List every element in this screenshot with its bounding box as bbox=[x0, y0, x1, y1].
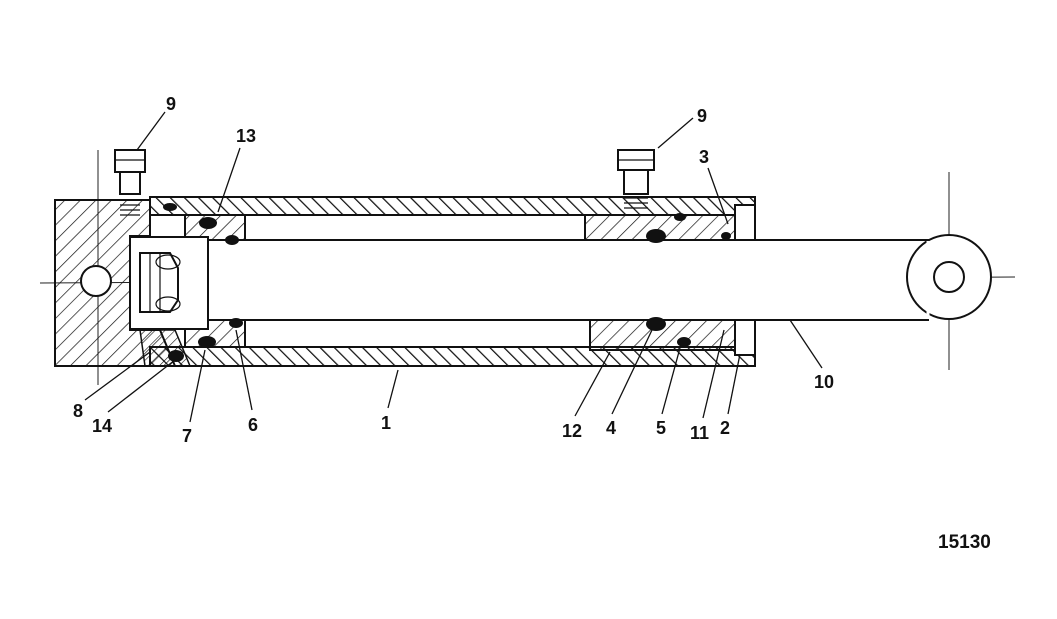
seal-4-top bbox=[646, 229, 666, 243]
piston-nut bbox=[139, 252, 179, 313]
leader-1 bbox=[387, 369, 399, 409]
callout-10: 10 bbox=[814, 372, 834, 392]
seal-8 bbox=[168, 350, 184, 362]
leader-4 bbox=[611, 329, 653, 415]
rear-mount-hole bbox=[80, 265, 112, 297]
leader-11 bbox=[702, 329, 725, 419]
seal-3 bbox=[721, 232, 731, 240]
callout-8: 8 bbox=[73, 401, 83, 421]
seal-13 bbox=[199, 217, 217, 229]
leader-2 bbox=[727, 353, 741, 415]
callout-9-left: 9 bbox=[166, 94, 176, 114]
seal-6-top bbox=[225, 235, 239, 245]
seal-4-bottom bbox=[646, 317, 666, 331]
callout-4: 4 bbox=[606, 418, 616, 438]
callout-7: 7 bbox=[182, 426, 192, 446]
leader-3 bbox=[707, 167, 729, 225]
leader-6 bbox=[235, 329, 253, 411]
leader-7 bbox=[189, 349, 206, 423]
gland-end-ring-bottom bbox=[734, 319, 756, 356]
seal-5 bbox=[677, 337, 691, 347]
figure-number: 15130 bbox=[938, 532, 991, 553]
grease-fitting-right bbox=[617, 149, 655, 209]
leader-8 bbox=[84, 351, 151, 401]
nut-chamfer-bottom bbox=[155, 296, 181, 312]
callout-11: 11 bbox=[690, 423, 709, 443]
grease-fitting-left bbox=[114, 149, 146, 216]
rear-weld-zone bbox=[139, 329, 192, 367]
callout-2: 2 bbox=[720, 418, 730, 438]
callout-12: 12 bbox=[562, 421, 582, 441]
leader-9-right bbox=[657, 117, 694, 149]
barrel-top-wall bbox=[149, 196, 756, 216]
piston-rod bbox=[207, 239, 929, 321]
seal-6-bottom bbox=[229, 318, 243, 328]
leader-14 bbox=[107, 359, 176, 413]
gland-end-ring-top bbox=[734, 204, 756, 241]
leader-12 bbox=[574, 351, 611, 417]
callout-14: 14 bbox=[92, 416, 112, 436]
callout-3: 3 bbox=[699, 147, 709, 167]
leader-9-left bbox=[136, 111, 166, 151]
nut-chamfer-top bbox=[155, 254, 181, 270]
callout-5: 5 bbox=[656, 418, 666, 438]
leader-5 bbox=[661, 347, 681, 415]
callout-1: 1 bbox=[381, 413, 391, 433]
seal-7 bbox=[198, 336, 216, 348]
leader-10 bbox=[789, 319, 823, 369]
seal-rear-top bbox=[163, 203, 177, 211]
seal-gland-top bbox=[674, 213, 686, 221]
callout-9-right: 9 bbox=[697, 106, 707, 126]
rod-eye-hole bbox=[933, 261, 965, 293]
leader-13 bbox=[217, 147, 241, 213]
callout-6: 6 bbox=[248, 415, 258, 435]
callout-13: 13 bbox=[236, 126, 256, 146]
